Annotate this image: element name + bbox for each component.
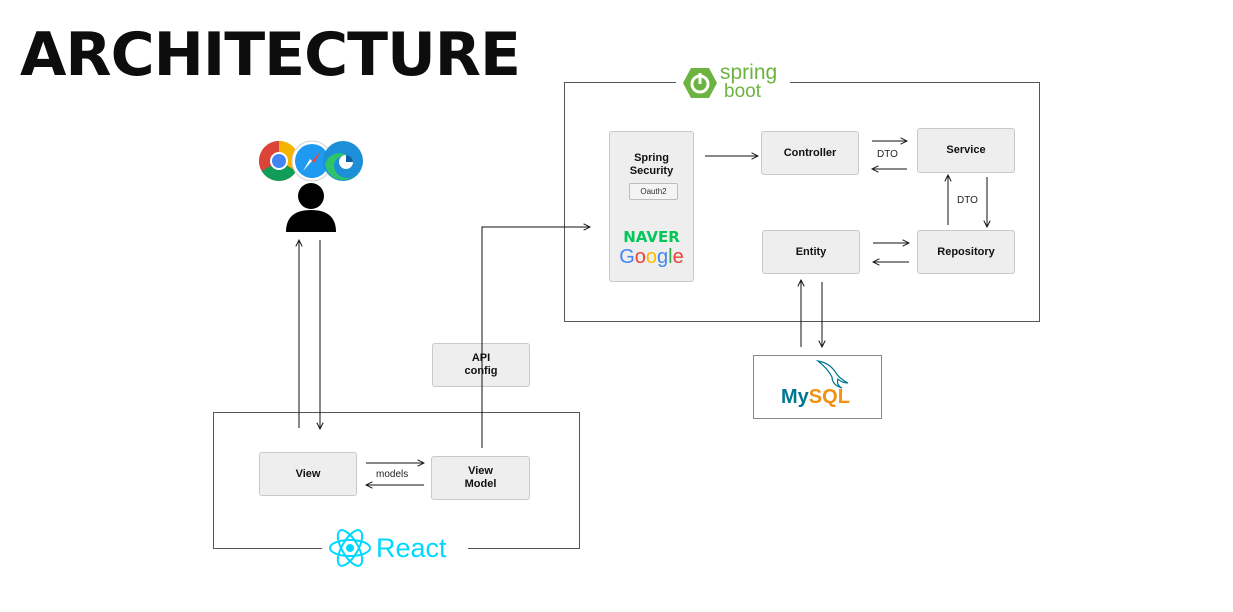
google-logo: Google (610, 246, 693, 268)
spring-boot-logo: spring boot (676, 62, 790, 104)
edge-icon (323, 141, 363, 181)
controller-box: Controller (761, 131, 859, 175)
service-box: Service (917, 128, 1015, 173)
spring-boot-frame (564, 82, 1040, 322)
dto-label-controller-service: DTO (877, 149, 898, 160)
edge-viewmodel-api (481, 227, 590, 448)
spring-security-box: Spring Security Oauth2 NAVER Google (609, 131, 694, 282)
dto-label-service-repository: DTO (957, 195, 978, 206)
mysql-my: My (781, 386, 809, 408)
view-box: View (259, 452, 357, 496)
react-atom-icon (329, 529, 371, 567)
user-icon (286, 183, 336, 232)
safari-icon (291, 140, 333, 182)
google-letter: g (657, 246, 669, 268)
chrome-icon (259, 141, 299, 181)
google-letter: G (619, 246, 635, 268)
google-letter: e (672, 246, 684, 268)
browser-icons (258, 140, 368, 182)
spring-power-icon (683, 68, 717, 98)
mysql-dolphin-icon (815, 360, 849, 389)
google-letter: o (634, 246, 646, 268)
oauth2-badge: Oauth2 (629, 183, 678, 200)
react-logo-label: React (376, 533, 447, 563)
mysql-logo: MySQL (781, 386, 850, 408)
page-title: ARCHITECTURE (20, 20, 521, 90)
google-letter: l (668, 246, 673, 268)
spring-security-label: Spring Security (629, 152, 674, 177)
mysql-sql: SQL (808, 386, 850, 408)
react-logo: React (322, 526, 468, 570)
models-label: models (376, 469, 409, 480)
view-model-box: View Model (431, 456, 530, 500)
repository-box: Repository (917, 230, 1015, 274)
google-letter: o (645, 246, 658, 268)
spring-logo-line1: spring (720, 61, 778, 84)
mysql-box: MySQL (753, 355, 882, 419)
entity-box: Entity (762, 230, 860, 274)
api-config-box: API config (432, 343, 530, 387)
naver-logo: NAVER (623, 228, 680, 246)
spring-logo-line2: boot (724, 81, 761, 102)
